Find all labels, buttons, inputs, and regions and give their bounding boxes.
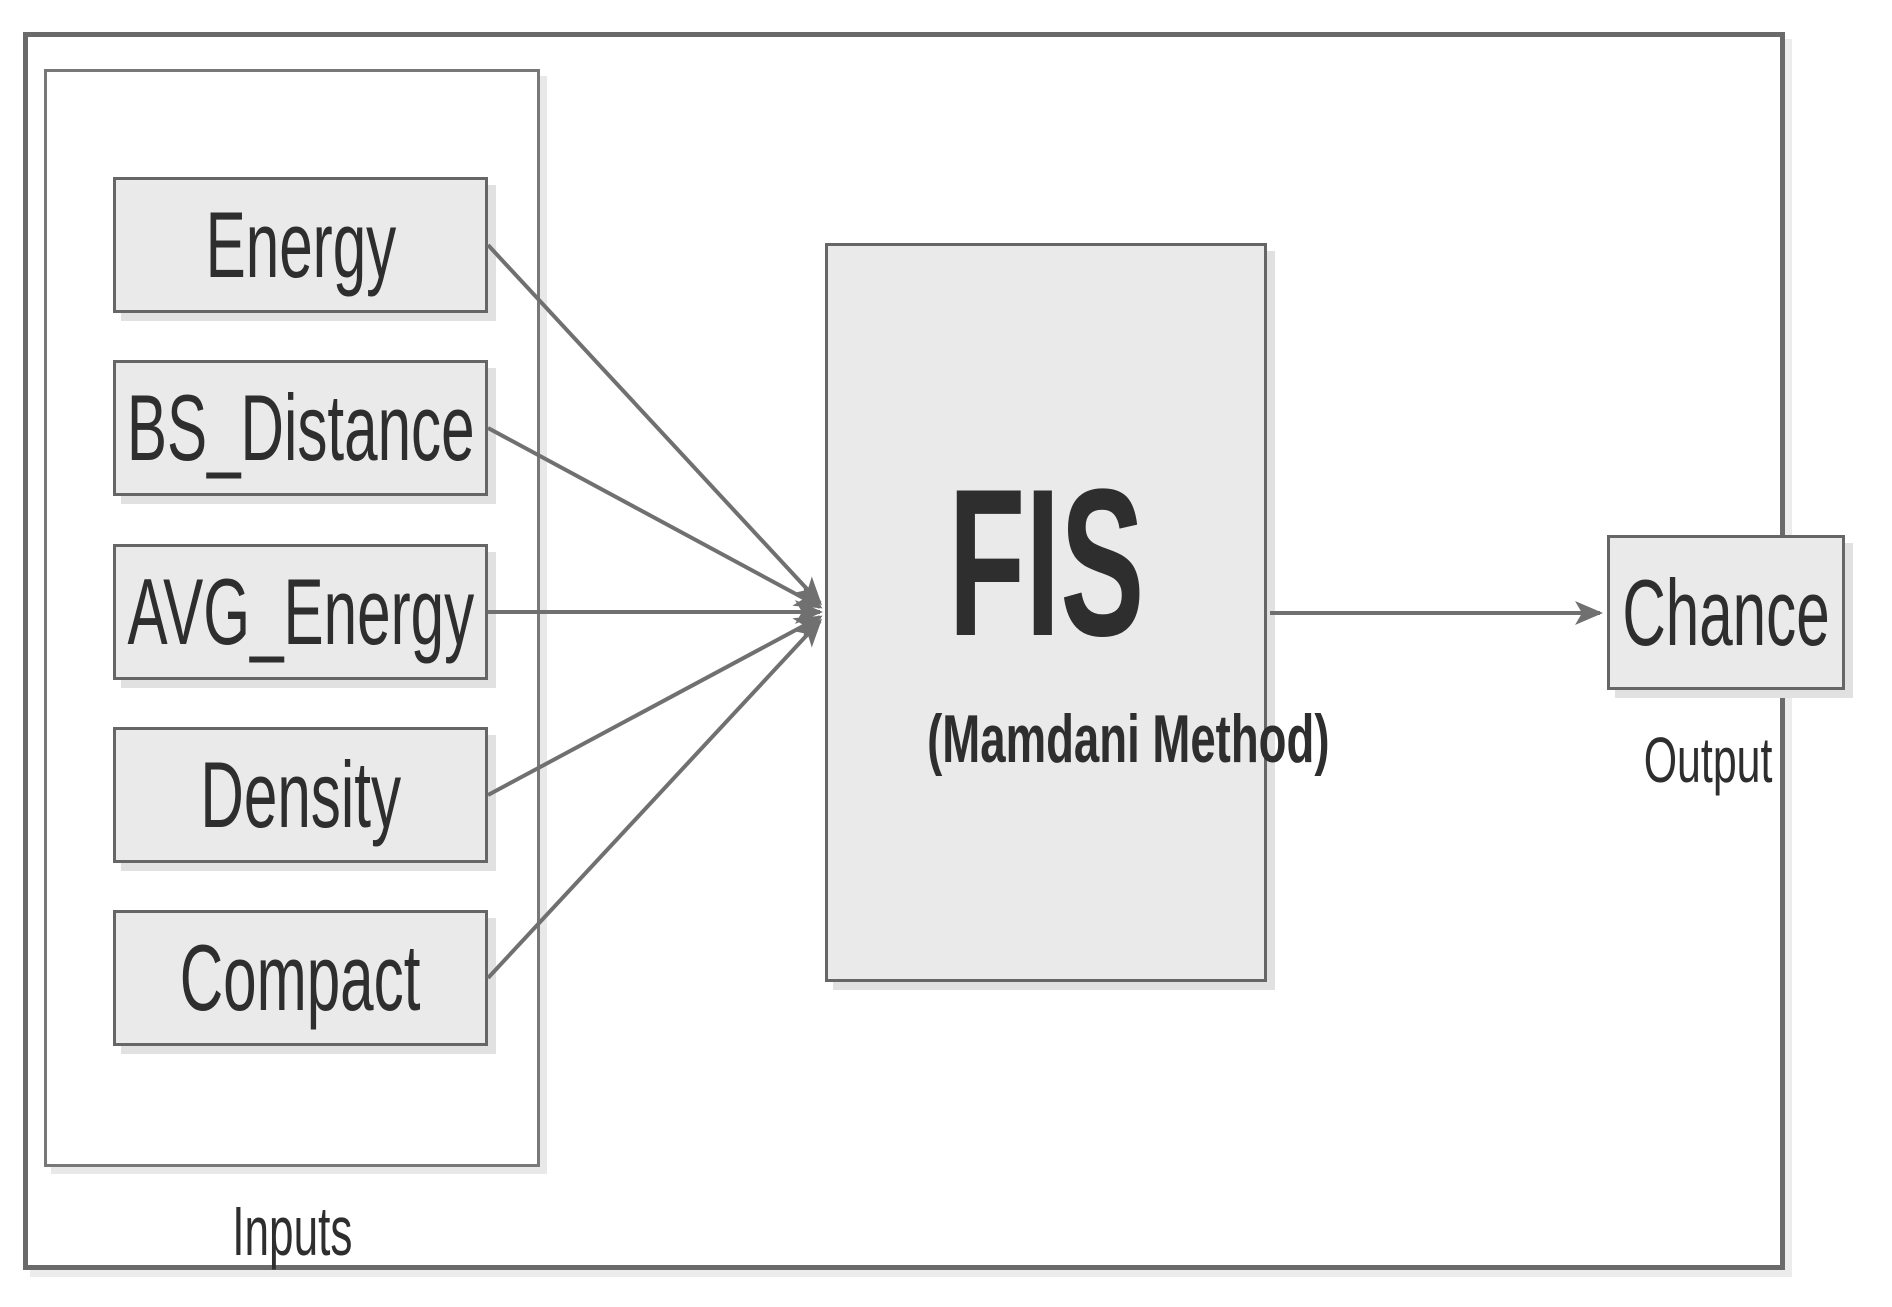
input-box-avg-energy: AVG_Energy	[113, 544, 488, 680]
input-label-bs-distance: BS_Distance	[126, 375, 475, 480]
fis-title-wrap: FIS	[828, 458, 1264, 668]
input-box-bs-distance: BS_Distance	[113, 360, 488, 496]
output-box-label: Chance	[1622, 559, 1830, 665]
inputs-caption-text: Inputs	[231, 1192, 353, 1270]
fis-title: FIS	[947, 445, 1145, 680]
input-label-compact: Compact	[180, 925, 421, 1030]
fis-box: FIS (Mamdani Method)	[825, 243, 1330, 982]
output-caption: Output	[1589, 728, 1827, 792]
output-box-chance: Chance	[1607, 535, 1845, 690]
output-caption-text: Output	[1643, 724, 1773, 796]
input-box-compact: Compact	[113, 910, 488, 1046]
input-box-energy: Energy	[113, 177, 488, 313]
fis-subtitle: (Mamdani Method)	[927, 701, 1330, 777]
fis-box-content: FIS (Mamdani Method)	[828, 246, 1329, 979]
input-box-density: Density	[113, 727, 488, 863]
input-label-density: Density	[200, 742, 401, 847]
input-label-energy: Energy	[205, 192, 396, 297]
inputs-caption: Inputs	[44, 1196, 540, 1266]
fis-subtitle-wrap: (Mamdani Method)	[828, 705, 1329, 773]
input-label-avg-energy: AVG_Energy	[127, 559, 474, 664]
